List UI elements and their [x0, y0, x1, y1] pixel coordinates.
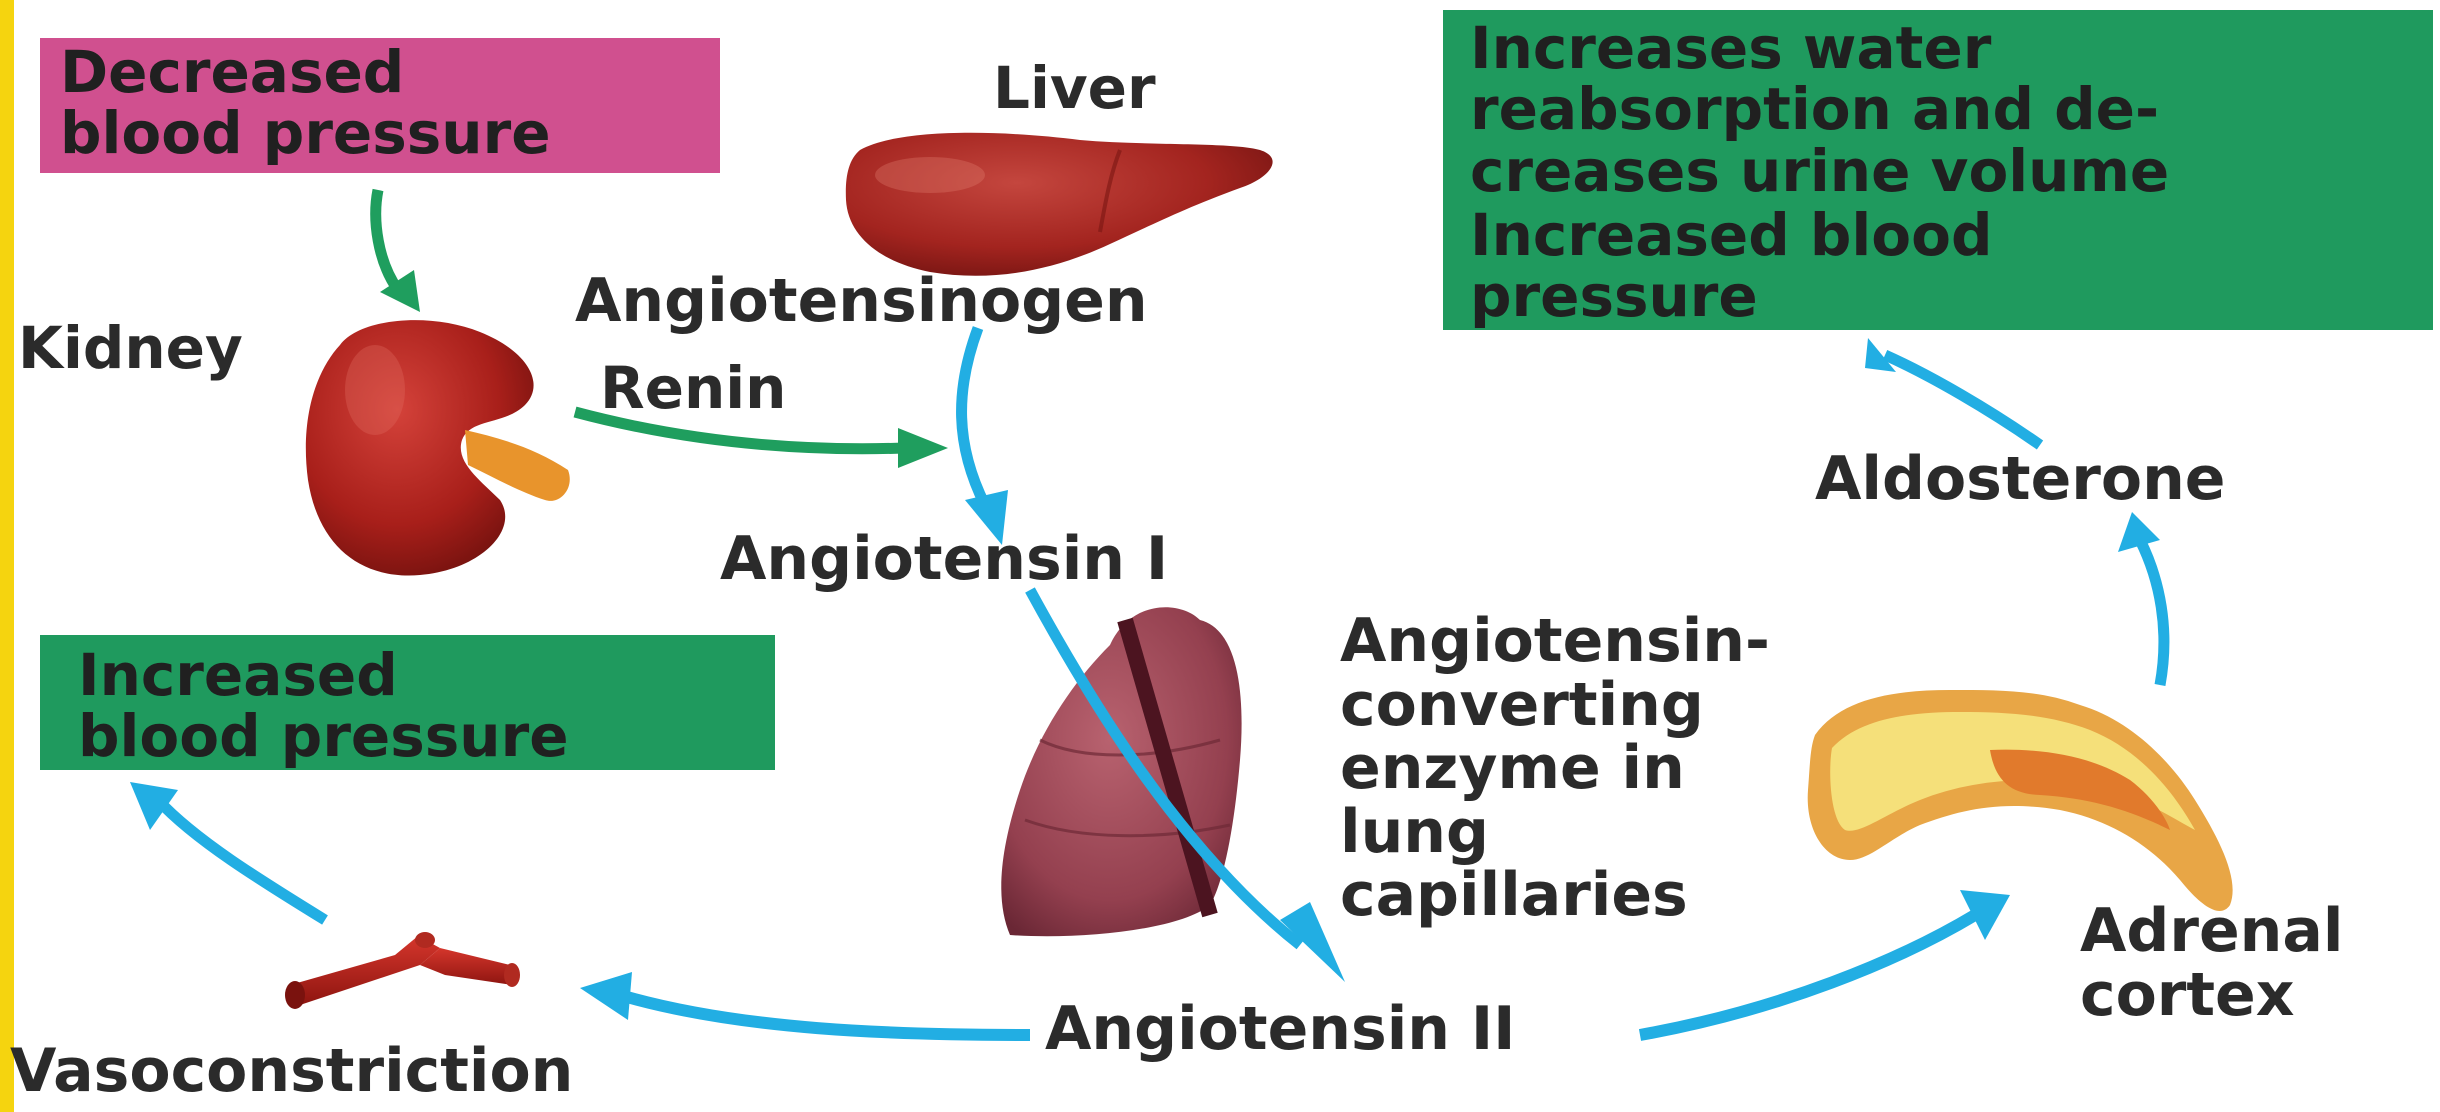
arrow-adrenal-to-aldosterone	[2118, 512, 2164, 685]
angiotensinogen-label: Angiotensinogen	[575, 270, 1148, 334]
decreased-bp-label: Decreased blood pressure	[60, 42, 551, 165]
arrow-decreased-bp-to-kidney	[376, 190, 420, 312]
angiotensin-i-label: Angiotensin I	[720, 528, 1168, 592]
aldosterone-label: Aldosterone	[1815, 448, 2225, 512]
adrenal-gland-icon	[1808, 690, 2233, 911]
increased-bp-top-label: Increased blood pressure	[1470, 205, 1993, 328]
kidney-icon	[306, 320, 570, 575]
liver-label: Liver	[993, 58, 1156, 119]
liver-icon	[846, 133, 1273, 276]
adrenal-cortex-label: Adrenal cortex	[2080, 900, 2343, 1027]
arrow-angiotensinogen-to-angiotensin-i	[962, 328, 1008, 545]
blood-vessel-icon	[285, 932, 520, 1009]
vasoconstriction-label: Vasoconstriction	[10, 1040, 573, 1104]
arrow-aldosterone-to-water-reabsorption	[1865, 338, 2040, 445]
lung-icon	[1001, 607, 1241, 936]
renin-label: Renin	[600, 358, 786, 419]
angiotensin-ii-label: Angiotensin II	[1045, 998, 1516, 1062]
arrow-vessel-to-increased-bp	[130, 782, 325, 920]
water-reabsorption-label: Increases water reabsorption and de- cre…	[1470, 18, 2169, 202]
kidney-label: Kidney	[18, 318, 243, 379]
arrow-angiotensin-ii-to-vessel	[580, 972, 1030, 1035]
increased-bp-left-label: Increased blood pressure	[78, 645, 569, 768]
ace-label: Angiotensin- converting enzyme in lung c…	[1340, 610, 1770, 928]
